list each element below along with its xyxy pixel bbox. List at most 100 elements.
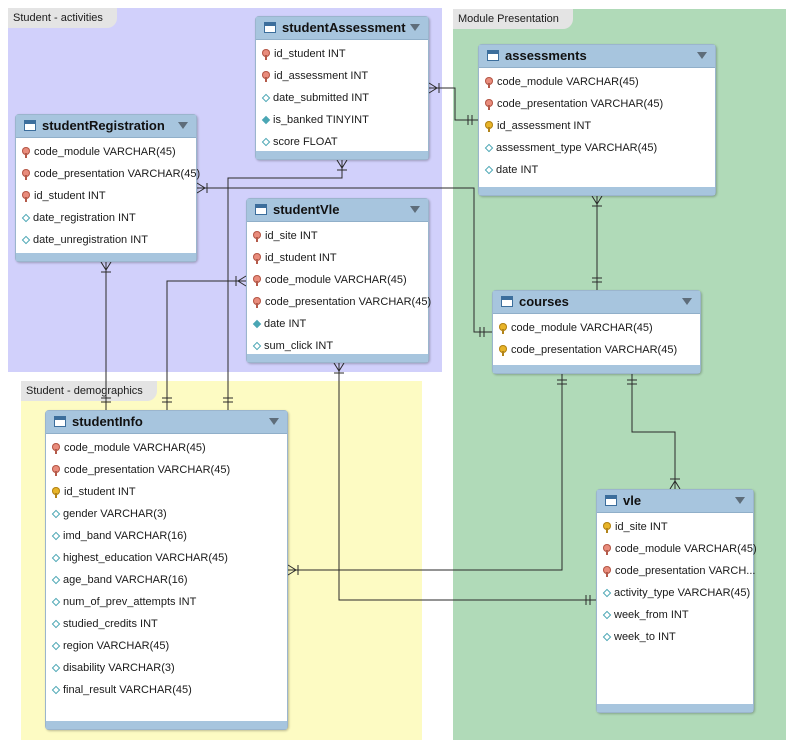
column-label: date_submitted INT xyxy=(273,92,369,104)
entity-footer xyxy=(479,187,715,195)
column-row[interactable]: score FLOAT xyxy=(256,131,428,153)
column-attribute-icon xyxy=(51,531,61,541)
column-label: code_presentation VARCHAR(45) xyxy=(511,344,678,356)
rel-studentInfo-studentVle xyxy=(166,280,246,410)
primary-key-icon xyxy=(485,121,493,132)
entity-footer xyxy=(597,704,753,712)
column-list: id_site INT code_module VARCHAR(45)code_p… xyxy=(597,513,757,648)
column-row[interactable]: imd_band VARCHAR(16) xyxy=(46,525,287,547)
column-row[interactable]: code_presentation VARCHAR(45) xyxy=(46,459,287,481)
entity-title: assessments xyxy=(505,48,587,63)
column-row[interactable]: activity_type VARCHAR(45) xyxy=(597,582,753,604)
column-row[interactable]: week_to INT xyxy=(597,626,753,648)
column-row[interactable]: code_module VARCHAR(45) xyxy=(597,538,757,560)
column-row[interactable]: is_banked TINYINT xyxy=(256,109,428,131)
column-row[interactable]: week_from INT xyxy=(597,604,753,626)
column-row[interactable]: id_student INT xyxy=(256,43,428,65)
chevron-down-icon[interactable] xyxy=(410,24,420,31)
chevron-down-icon[interactable] xyxy=(735,497,745,504)
column-row[interactable]: id_site INT xyxy=(597,516,753,538)
column-row[interactable]: id_site INT xyxy=(247,225,428,247)
foreign-key-icon xyxy=(22,147,30,158)
entity-header[interactable]: courses xyxy=(493,291,700,314)
column-row[interactable]: code_presentation VARCHAR(45) xyxy=(247,291,431,313)
entity-footer xyxy=(16,253,196,261)
column-row[interactable]: code_presentation VARCH... xyxy=(597,560,755,582)
column-label: code_presentation VARCHAR(45) xyxy=(34,168,201,180)
column-row[interactable]: disability VARCHAR(3) xyxy=(46,657,287,679)
column-row[interactable]: num_of_prev_attempts INT xyxy=(46,591,287,613)
column-list: code_module VARCHAR(45)code_presentation… xyxy=(479,68,715,181)
column-row[interactable]: id_student INT xyxy=(46,481,287,503)
one-mark xyxy=(592,277,602,283)
column-label: id_site INT xyxy=(265,230,318,242)
column-row[interactable]: code_presentation VARCHAR(45) xyxy=(479,93,715,115)
foreign-key-icon xyxy=(253,297,261,308)
column-row[interactable]: code_module VARCHAR(45) xyxy=(46,437,287,459)
column-row[interactable]: id_student INT xyxy=(247,247,428,269)
column-label: id_student INT xyxy=(64,486,136,498)
column-label: score FLOAT xyxy=(273,136,338,148)
column-row[interactable]: code_presentation VARCHAR(45) xyxy=(493,339,700,361)
entity-header[interactable]: studentInfo xyxy=(46,411,287,434)
chevron-down-icon[interactable] xyxy=(697,52,707,59)
entity-header[interactable]: studentAssessment xyxy=(256,17,428,40)
column-label: code_module VARCHAR(45) xyxy=(64,442,206,454)
column-label: age_band VARCHAR(16) xyxy=(63,574,188,586)
column-row[interactable]: assessment_type VARCHAR(45) xyxy=(479,137,715,159)
entity-assessments[interactable]: assessments code_module VARCHAR(45)code_… xyxy=(478,44,716,196)
crowfoot-mark xyxy=(669,478,681,490)
region-label: Student - activities xyxy=(8,8,117,28)
entity-header[interactable]: vle xyxy=(597,490,753,513)
foreign-key-icon xyxy=(253,275,261,286)
column-row[interactable]: date INT xyxy=(247,313,428,335)
column-row[interactable]: date_submitted INT xyxy=(256,87,428,109)
entity-header[interactable]: assessments xyxy=(479,45,715,68)
table-icon xyxy=(501,296,513,307)
column-row[interactable]: date INT xyxy=(479,159,715,181)
column-row[interactable]: id_student INT xyxy=(16,185,196,207)
column-attribute-icon xyxy=(51,663,61,673)
column-row[interactable]: gender VARCHAR(3) xyxy=(46,503,287,525)
entity-studentInfo[interactable]: studentInfo code_module VARCHAR(45) code_… xyxy=(45,410,288,730)
chevron-down-icon[interactable] xyxy=(410,206,420,213)
column-row[interactable]: region VARCHAR(45) xyxy=(46,635,287,657)
column-label: date_unregistration INT xyxy=(33,234,148,246)
column-row[interactable]: id_assessment INT xyxy=(479,115,715,137)
column-attribute-icon xyxy=(51,641,61,651)
column-label: region VARCHAR(45) xyxy=(63,640,170,652)
column-row[interactable]: age_band VARCHAR(16) xyxy=(46,569,287,591)
column-row[interactable]: date_unregistration INT xyxy=(16,229,196,251)
entity-header[interactable]: studentRegistration xyxy=(16,115,196,138)
column-attribute-icon xyxy=(51,619,61,629)
column-label: code_presentation VARCHAR(45) xyxy=(64,464,231,476)
chevron-down-icon[interactable] xyxy=(682,298,692,305)
column-row[interactable]: final_result VARCHAR(45) xyxy=(46,679,287,701)
column-row[interactable]: code_module VARCHAR(45) xyxy=(247,269,428,291)
entity-footer xyxy=(46,721,287,729)
column-row[interactable]: studied_credits INT xyxy=(46,613,287,635)
column-row[interactable]: code_module VARCHAR(45) xyxy=(479,71,715,93)
column-row[interactable]: code_presentation VARCHAR(45) xyxy=(16,163,200,185)
entity-header[interactable]: studentVle xyxy=(247,199,428,222)
crowfoot-mark xyxy=(287,564,299,576)
chevron-down-icon[interactable] xyxy=(269,418,279,425)
entity-studentRegistration[interactable]: studentRegistration code_module VARCHAR(… xyxy=(15,114,200,262)
column-row[interactable]: highest_education VARCHAR(45) xyxy=(46,547,287,569)
column-attribute-icon xyxy=(21,235,31,245)
crowfoot-mark xyxy=(196,182,208,194)
column-label: assessment_type VARCHAR(45) xyxy=(496,142,658,154)
column-attribute-icon xyxy=(51,597,61,607)
column-attribute-icon xyxy=(484,165,494,175)
column-row[interactable]: sum_click INT xyxy=(247,335,428,357)
column-row[interactable]: code_module VARCHAR(45) xyxy=(493,317,700,339)
chevron-down-icon[interactable] xyxy=(178,122,188,129)
column-row[interactable]: id_assessment INT xyxy=(256,65,428,87)
column-row[interactable]: date_registration INT xyxy=(16,207,196,229)
column-row[interactable]: code_module VARCHAR(45) xyxy=(16,141,196,163)
column-label: id_site INT xyxy=(615,521,668,533)
entity-courses[interactable]: courses code_module VARCHAR(45) code_pres… xyxy=(492,290,701,374)
entity-vle[interactable]: vle id_site INT code_module VARCHAR(45)co… xyxy=(596,489,757,713)
